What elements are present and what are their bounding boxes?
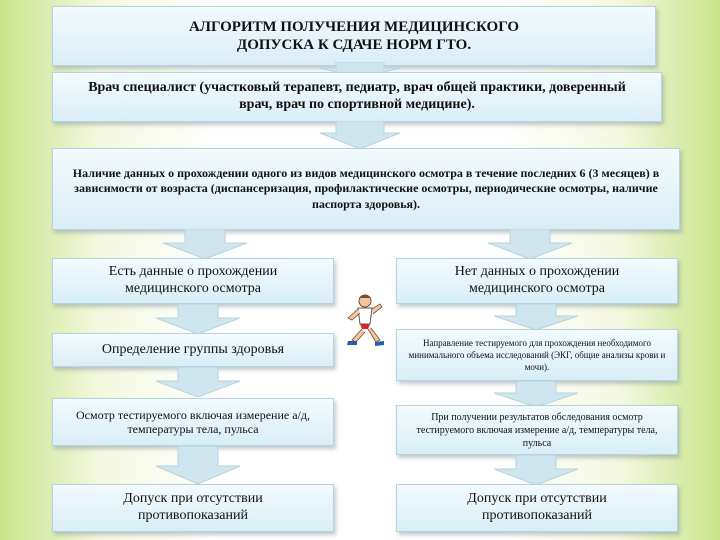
admission-right-text: Допуск при отсутствии противопоказаний [467,491,607,523]
results-exam-box: При получении результатов обследования о… [396,405,678,455]
arrow-down [150,304,246,334]
title-box: АЛГОРИТМ ПОЛУЧЕНИЯ МЕДИЦИНСКОГО ДОПУСКА … [52,6,656,66]
page-title: АЛГОРИТМ ПОЛУЧЕНИЯ МЕДИЦИНСКОГО ДОПУСКА … [188,19,520,53]
specialist-box: Врач специалист (участковый терапевт, пе… [52,72,662,122]
arrow-down [150,367,246,397]
exam-data-text: Наличие данных о прохождении одного из в… [72,165,660,211]
no-data-text: Нет данных о прохождении медицинского ос… [454,264,620,296]
arrow-down [316,121,404,149]
referral-box: Направление тестируемого для прохождения… [396,329,678,381]
arrow-split-left [155,229,255,259]
examination-text: Осмотр тестируемого включая измерение а/… [76,407,310,436]
runner-illustration [340,292,388,352]
has-data-box: Есть данные о прохождении медицинского о… [52,258,334,304]
arrow-split-right [480,229,580,259]
examination-box: Осмотр тестируемого включая измерение а/… [52,398,334,446]
arrow-down [150,446,246,484]
specialist-text: Врач специалист (участковый терапевт, пе… [88,80,626,112]
admission-left-text: Допуск при отсутствии противопоказаний [123,491,263,523]
referral-text: Направление тестируемого для прохождения… [408,337,666,373]
arrow-down [488,455,584,485]
admission-right-box: Допуск при отсутствии противопоказаний [396,484,678,532]
no-data-box: Нет данных о прохождении медицинского ос… [396,258,678,304]
has-data-text: Есть данные о прохождении медицинского о… [108,264,278,296]
results-exam-text: При получении результатов обследования о… [416,411,658,449]
arrow-down [488,304,584,330]
exam-data-box: Наличие данных о прохождении одного из в… [52,148,680,230]
health-group-box: Определение группы здоровья [52,333,334,367]
arrow-down [488,381,584,407]
admission-left-box: Допуск при отсутствии противопоказаний [52,484,334,532]
health-group-text: Определение группы здоровья [101,341,285,357]
